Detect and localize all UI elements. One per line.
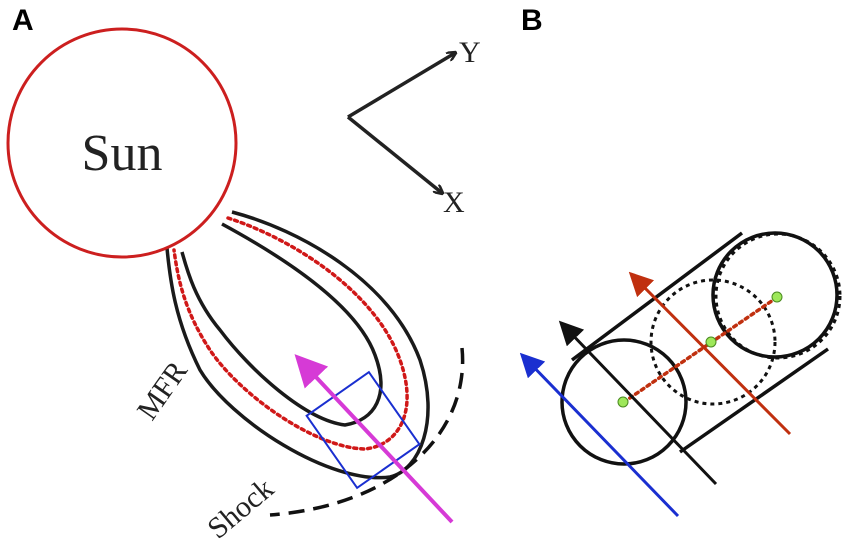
black-trajectory-arrow [558,320,718,486]
shock-front [269,347,465,517]
cylinder-top-edge [570,231,744,362]
cylinder-bottom-edge [679,347,829,454]
panel-b-label: B [521,4,543,37]
cylinder-mid-circle [649,278,777,406]
flux-rope-inner [180,222,383,427]
panel-a: A Sun Y X MFR Shock [6,4,481,545]
x-axis-label: X [443,186,465,219]
cylinder-front-circle [560,338,688,466]
sun-label: Sun [82,125,163,182]
coordinate-axes: Y X [346,36,481,219]
flux-rope-outer [165,210,430,480]
cylinder-axis-dotted [622,294,781,404]
sun-circle [6,27,238,259]
blue-trajectory-arrow [519,352,680,518]
x-axis-arrow [346,115,442,193]
y-axis-arrow [347,53,455,119]
intersection-point-mid [705,336,717,348]
intersection-point-back [771,291,783,303]
mfr-label: MFR [131,355,194,426]
observation-box [305,370,421,490]
flux-rope-dotted-line [172,216,409,451]
panel-a-label: A [12,4,34,37]
shock-label: Shock [201,472,280,545]
panel-b: B [519,4,842,518]
red-trajectory-arrow [628,271,792,436]
y-axis-label: Y [459,36,481,69]
intersection-point-front [617,396,629,408]
cylinder-back-dotted [714,232,842,360]
spacecraft-trajectory-arrow [294,354,454,524]
